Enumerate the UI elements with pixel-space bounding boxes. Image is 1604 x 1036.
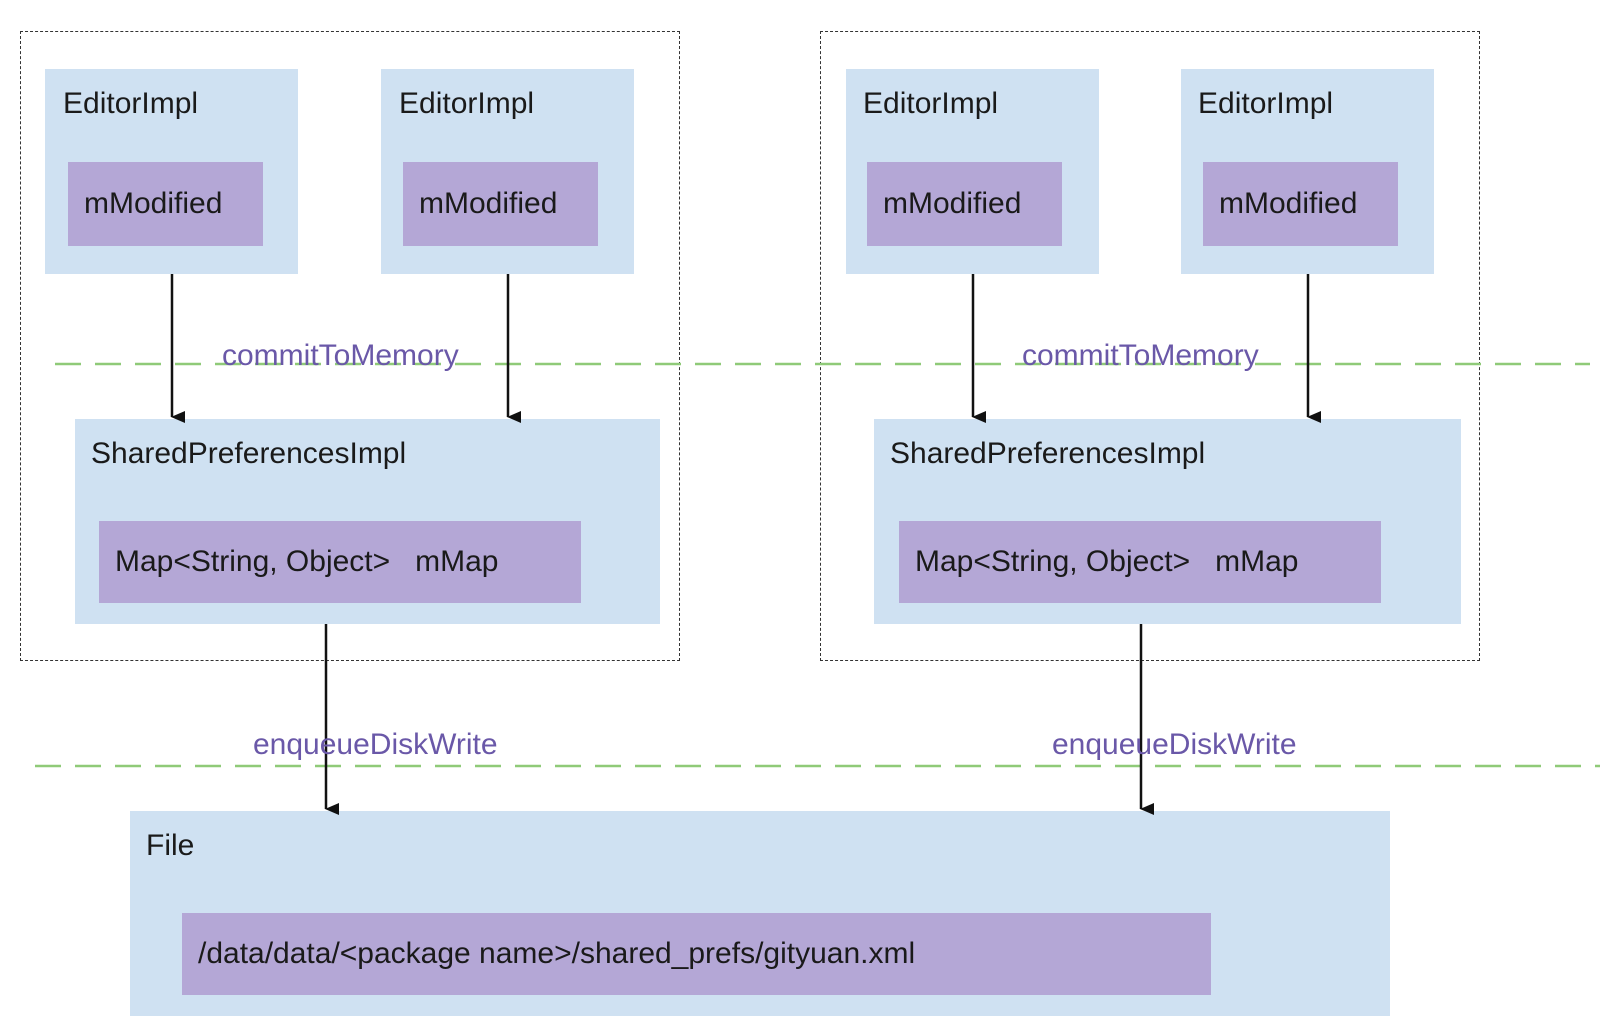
commit-to-memory-label: commitToMemory <box>222 339 459 372</box>
shared-preferences-impl-box: SharedPreferencesImpl Map<String, Object… <box>874 419 1461 624</box>
modified-field-label: mModified <box>84 187 223 220</box>
shared-preferences-impl-box: SharedPreferencesImpl Map<String, Object… <box>75 419 660 624</box>
map-field: Map<String, Object> mMap <box>899 521 1381 603</box>
file-box: File /data/data/<package name>/shared_pr… <box>130 811 1390 1016</box>
modified-field: mModified <box>403 162 598 246</box>
shared-preferences-impl-title: SharedPreferencesImpl <box>890 437 1206 470</box>
file-path-field: /data/data/<package name>/shared_prefs/g… <box>182 913 1211 995</box>
editor-impl-box: EditorImpl mModified <box>45 69 298 274</box>
modified-field: mModified <box>1203 162 1398 246</box>
editor-impl-title: EditorImpl <box>1198 87 1334 120</box>
editor-impl-title: EditorImpl <box>863 87 999 120</box>
map-field-label: Map<String, Object> mMap <box>115 545 499 578</box>
file-title: File <box>146 829 195 862</box>
enqueue-disk-write-label: enqueueDiskWrite <box>253 728 498 761</box>
shared-preferences-impl-title: SharedPreferencesImpl <box>91 437 407 470</box>
editor-impl-title: EditorImpl <box>399 87 535 120</box>
editor-impl-box: EditorImpl mModified <box>381 69 634 274</box>
editor-impl-box: EditorImpl mModified <box>846 69 1099 274</box>
modified-field: mModified <box>68 162 263 246</box>
modified-field-label: mModified <box>1219 187 1358 220</box>
map-field-label: Map<String, Object> mMap <box>915 545 1299 578</box>
editor-impl-title: EditorImpl <box>63 87 199 120</box>
commit-to-memory-label: commitToMemory <box>1022 339 1259 372</box>
modified-field-label: mModified <box>883 187 1022 220</box>
map-field: Map<String, Object> mMap <box>99 521 581 603</box>
editor-impl-box: EditorImpl mModified <box>1181 69 1434 274</box>
file-path-label: /data/data/<package name>/shared_prefs/g… <box>198 937 916 970</box>
modified-field-label: mModified <box>419 187 558 220</box>
group-right-container <box>820 31 1480 661</box>
modified-field: mModified <box>867 162 1062 246</box>
enqueue-disk-write-label: enqueueDiskWrite <box>1052 728 1297 761</box>
group-left-container <box>20 31 680 661</box>
